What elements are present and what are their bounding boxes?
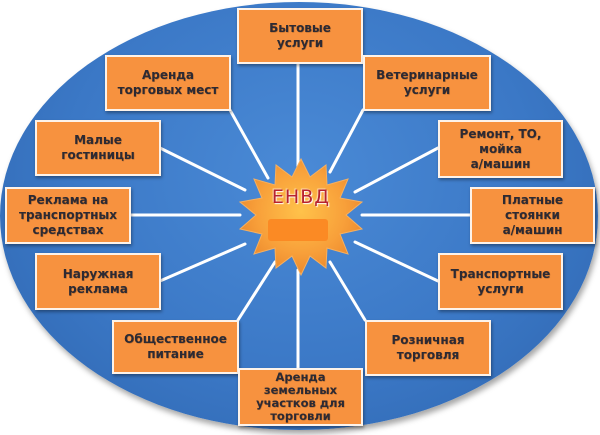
connector-veterinarnye bbox=[328, 108, 365, 174]
center-subtitle-box bbox=[268, 219, 328, 241]
node-platnye-stoyanki[interactable]: Платные стоянки а/машин bbox=[470, 187, 595, 244]
connector-remont bbox=[353, 146, 440, 194]
connector-transportnye bbox=[353, 240, 440, 283]
center-title-envd: ЕНВД bbox=[271, 186, 331, 208]
node-transportnye-uslugi[interactable]: Транспортные услуги bbox=[438, 253, 563, 310]
node-arenda-torgovyh-mest[interactable]: Аренда торговых мест bbox=[105, 55, 231, 111]
node-obshchestvennoe-pitanie[interactable]: Общественное питание bbox=[112, 320, 239, 374]
connector-roznichnaya bbox=[328, 260, 367, 322]
node-bytovye-uslugi[interactable]: Бытовые услуги bbox=[237, 8, 363, 64]
node-veterinarnye-uslugi[interactable]: Ветеринарные услуги bbox=[363, 55, 491, 111]
node-arenda-zemelnyh-uchastkov[interactable]: Аренда земельных участков для торговли bbox=[238, 368, 363, 426]
connector-gostinicy bbox=[158, 146, 247, 192]
node-roznichnaya-torgovlya[interactable]: Розничная торговля bbox=[365, 320, 491, 376]
center-star-burst bbox=[238, 157, 364, 277]
node-naruzhnaya-reklama[interactable]: Наружная реклама bbox=[35, 253, 161, 310]
node-reklama-na-transporte[interactable]: Реклама на транспортных средствах bbox=[5, 187, 131, 244]
node-malye-gostinicy[interactable]: Малые гостиницы bbox=[35, 120, 161, 176]
connector-arenda-mest bbox=[228, 108, 270, 180]
connector-naruzhnaya bbox=[158, 242, 247, 283]
node-remont-to-moyka[interactable]: Ремонт, ТО, мойка а/машин bbox=[438, 120, 563, 178]
connector-pitanie bbox=[236, 260, 277, 322]
